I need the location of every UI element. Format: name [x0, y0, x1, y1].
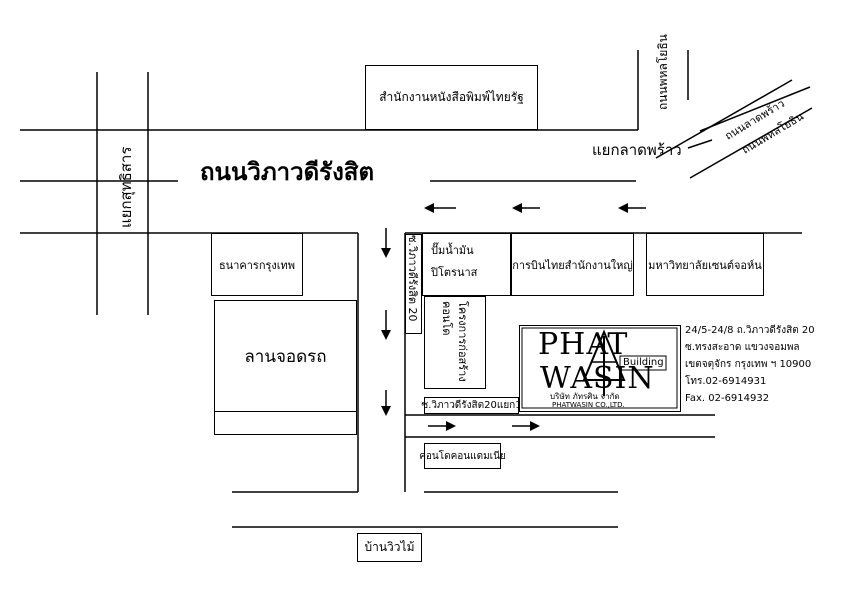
condo-dam: คอนโดคอนแดมเนีย [419, 443, 506, 469]
arrow-right-1 [428, 421, 456, 431]
petronas-label-2: ปิโตรนาส [431, 266, 478, 279]
sutthisan-junction-label: แยกสุทธิสาร [117, 146, 135, 228]
main-road-label: ถนนวิภาวดีรังสิต [200, 157, 375, 186]
phatwasin-logo [521, 327, 678, 409]
parking-lot: ลานจอดรถ [214, 300, 357, 412]
address-line: 24/5-24/8 ถ.วิภาวดีรังสิต 20 [685, 325, 815, 336]
parking-strip [214, 411, 357, 435]
thairath-label: สำนักงานหนังสือพิมพ์ไทยรัฐ [379, 90, 524, 104]
arrow-down-3 [381, 390, 391, 416]
condo-construction: โครงการก่อสร้าง คอนโด [424, 296, 486, 389]
bangkok-bank: ธนาคารกรุงเทพ [211, 233, 303, 296]
ban-wiwmai: บ้านวิวไม้ [357, 533, 422, 562]
petronas-label-1: ปั๊มน้ำมัน [431, 244, 474, 257]
address-line: ซ.ทรงสะอาด แขวงจอมพล [685, 342, 800, 353]
petronas-station: ปั๊มน้ำมัน ปิโตรนาส [422, 233, 511, 296]
company-english-name: PHATWASIN CO.,LTD. [552, 401, 625, 409]
phatwasin-building: PHAT WASIN Building บริษัท ภัทรศิน จำกัด… [519, 325, 681, 412]
arrow-down-1 [381, 228, 391, 258]
soi-20-yaek-1-label: ซ.วิภาวดีรังสิต20แยก1 [421, 400, 522, 411]
thairath-office: สำนักงานหนังสือพิมพ์ไทยรัฐ [365, 65, 538, 130]
logo-line-2: WASIN [540, 361, 655, 396]
logo-badge: Building [623, 357, 664, 368]
logo-badge-box [619, 355, 667, 371]
st-john-university: มหาวิทยาลัยเซนต์จอห์น [646, 233, 764, 296]
phone-line: โทร.02-6914931 [685, 376, 767, 387]
thai-airways-hq: การบินไทยสำนักงานใหญ่ [511, 233, 634, 296]
parking-label: ลานจอดรถ [244, 346, 327, 367]
arrow-left-3 [618, 203, 646, 213]
company-thai-name: บริษัท ภัทรศิน จำกัด [550, 392, 620, 401]
logo-line-1: PHAT [538, 327, 629, 362]
fax-line: Fax. 02-6914932 [685, 393, 770, 404]
traffic-arrows [381, 203, 646, 431]
condo-project-label-2: คอนโด [440, 301, 453, 336]
company-address: 24/5-24/8 ถ.วิภาวดีรังสิต 20 ซ.ทรงสะอาด … [685, 322, 815, 407]
condo-dam-label: คอนโดคอนแดมเนีย [419, 450, 506, 462]
address-line: เขตจตุจักร กรุงเทพ ฯ 10900 [685, 359, 812, 370]
arrow-right-2 [512, 421, 540, 431]
st-john-label: มหาวิทยาลัยเซนต์จอห์น [648, 258, 762, 272]
soi-20-sign: ซ.วิภาวดีรังสิต 20 [405, 234, 422, 334]
condo-project-label-1: โครงการก่อสร้าง [456, 301, 469, 382]
soi-20-label: ซ.วิภาวดีรังสิต 20 [406, 235, 419, 322]
arrow-down-2 [381, 310, 391, 340]
lad-phrao-junction-label: แยกลาดพร้าว [592, 141, 682, 159]
phahon-yothin-vertical-label: ถนนพหลโยธิน [656, 34, 670, 110]
arrow-left-2 [512, 203, 540, 213]
soi-20-yaek-1-sign: ซ.วิภาวดีรังสิต20แยก1 [421, 397, 522, 414]
arrow-left-1 [424, 203, 456, 213]
thai-airways-label: การบินไทยสำนักงานใหญ่ [512, 258, 633, 272]
bangkok-bank-label: ธนาคารกรุงเทพ [218, 258, 296, 272]
ban-wiwmai-label: บ้านวิวไม้ [364, 540, 415, 554]
